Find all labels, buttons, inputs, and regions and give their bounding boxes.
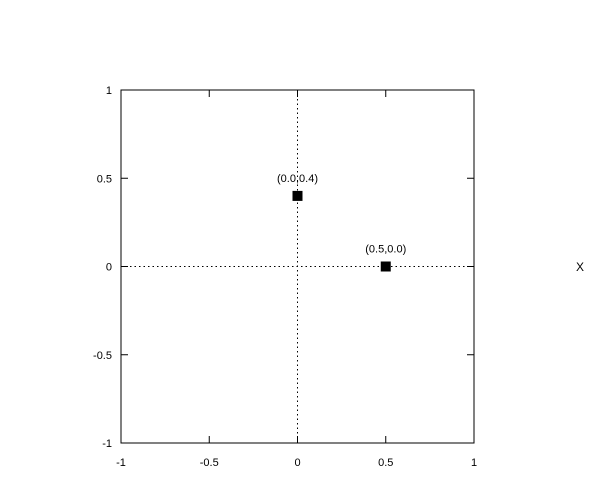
y-tick-label: 0.5 bbox=[97, 173, 112, 185]
y-tick-label: 1 bbox=[106, 85, 112, 97]
x-axis-label: X bbox=[576, 260, 584, 274]
x-tick-label: 1 bbox=[471, 457, 477, 469]
x-tick-label: 0 bbox=[294, 457, 300, 469]
data-points bbox=[292, 190, 391, 272]
data-point-label: (0.5,0.0) bbox=[365, 244, 406, 256]
y-tick-label: -1 bbox=[102, 438, 112, 450]
axis-tick-labels: -1 -0.5 0 0.5 1 -1 -0.5 0 0.5 1 bbox=[93, 85, 477, 469]
data-point-labels: (0.0,0.4) (0.5,0.0) bbox=[277, 173, 406, 256]
x-tick-label: -0.5 bbox=[200, 457, 219, 469]
axis-ticks bbox=[120, 89, 475, 444]
y-tick-label: 0 bbox=[106, 262, 112, 274]
x-tick-label: 0.5 bbox=[378, 457, 393, 469]
zero-axes bbox=[121, 90, 474, 443]
y-tick-label: -0.5 bbox=[93, 350, 112, 362]
data-point-marker bbox=[380, 261, 391, 272]
x-tick-label: -1 bbox=[116, 457, 126, 469]
data-point-label: (0.0,0.4) bbox=[277, 173, 318, 185]
data-point-marker bbox=[292, 190, 303, 201]
